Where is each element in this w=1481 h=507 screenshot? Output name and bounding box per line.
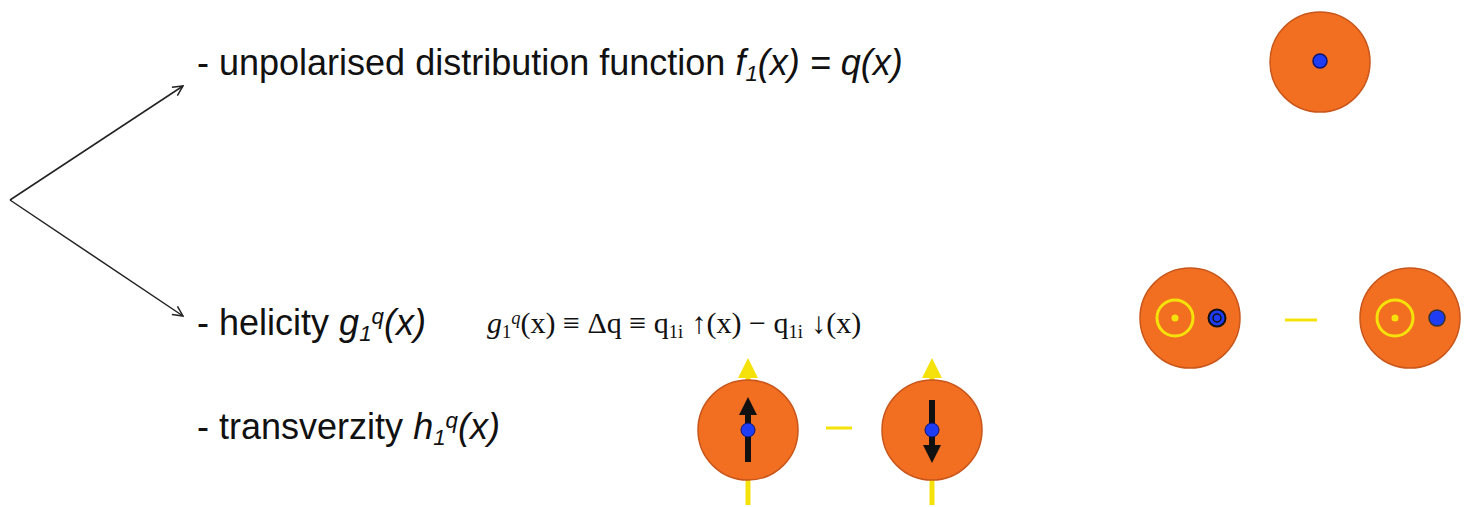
subscript: 1 xyxy=(433,425,445,450)
label-text: ↓(x) xyxy=(811,306,861,339)
label-text: (x) xyxy=(384,302,426,343)
subscript: 1 xyxy=(502,321,511,342)
label-text: g xyxy=(487,306,502,339)
label-text: - unpolarised distribution function xyxy=(197,42,725,83)
label-text: - helicity xyxy=(197,302,329,343)
subscript: 1i xyxy=(788,321,802,342)
subscript: 1i xyxy=(669,321,683,342)
transversity-line: - transverzityh1q(x) xyxy=(197,405,500,452)
label-text: ↑(x) − q xyxy=(692,306,789,339)
superscript: q xyxy=(446,408,458,433)
label-text: - transverzity xyxy=(197,406,403,447)
nucleon-helicity-parallel xyxy=(1140,268,1240,368)
unpolarised-line: - unpolarised distribution functionf1(x)… xyxy=(197,41,903,88)
nucleon-unpolarised xyxy=(1270,12,1370,112)
nucleon-transversity-down xyxy=(882,368,982,505)
helicity-formula: g1q(x) ≡ Δq ≡ q1i↑(x) − q1i↓(x) xyxy=(487,305,861,344)
subscript: 1 xyxy=(745,61,757,86)
label-text: f xyxy=(735,42,745,83)
helicity-line: - helicityg1q(x) xyxy=(197,301,426,348)
branch-arrows xyxy=(10,86,183,316)
superscript: q xyxy=(511,307,520,328)
superscript: q xyxy=(372,304,384,329)
label-text: (x) = q(x) xyxy=(758,42,903,83)
subscript: 1 xyxy=(359,321,371,346)
nucleon-transversity-up xyxy=(698,368,798,505)
nucleon-helicity-antiparallel xyxy=(1360,268,1460,368)
label-text: (x) ≡ Δq ≡ q xyxy=(521,306,669,339)
label-text: g xyxy=(339,302,359,343)
minus-sign xyxy=(826,427,852,430)
minus-sign xyxy=(1285,319,1317,322)
label-text: (x) xyxy=(458,406,500,447)
label-text: h xyxy=(413,406,433,447)
